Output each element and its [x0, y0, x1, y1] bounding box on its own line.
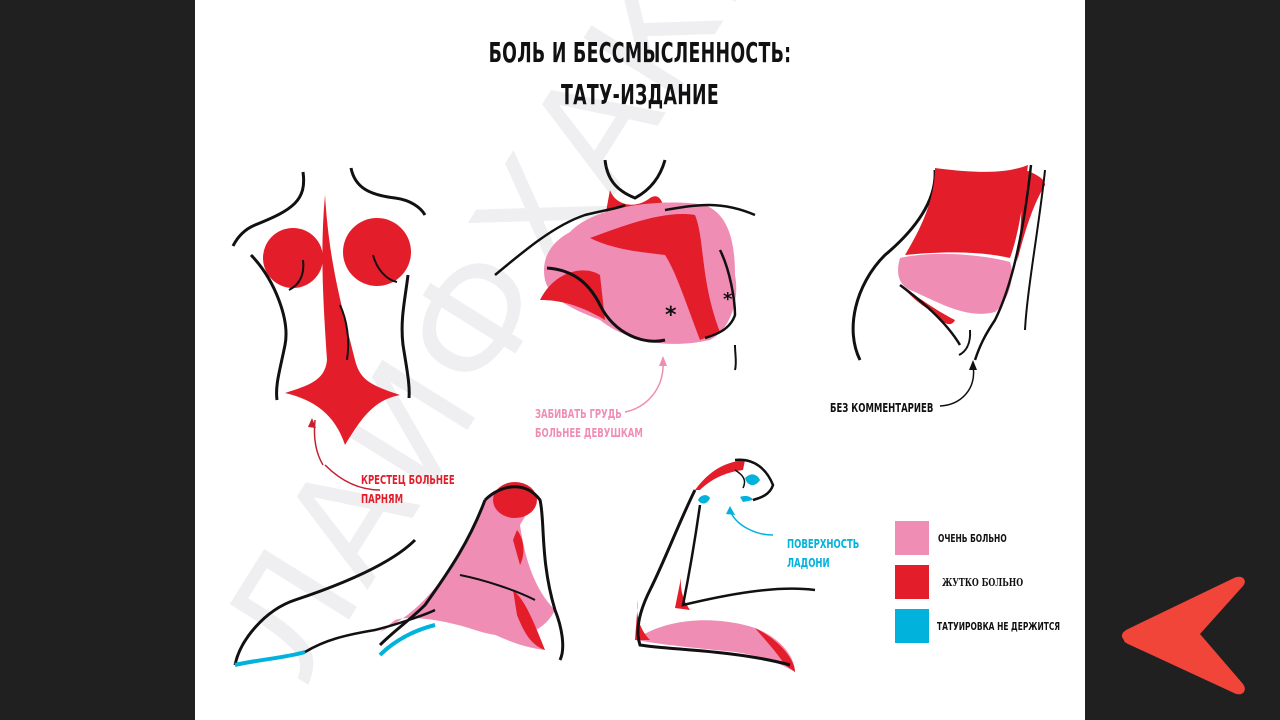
annotation-chest-line1: ЗАБИВАТЬ ГРУДЬ	[535, 406, 622, 421]
back-figure	[231, 167, 427, 491]
slide: ЛАЙФХАКЕР БОЛЬ И БЕССМЫСЛЕННОСТЬ: ТАТУ-И…	[195, 0, 1085, 720]
slide-title-line2: ТАТУ-ИЗДАНИЕ	[560, 78, 720, 111]
annotation-groin-text: БЕЗ КОММЕНТАРИЕВ	[830, 400, 934, 415]
annotation-sacrum-line1: КРЕСТЕЦ БОЛЬНЕЕ	[361, 472, 455, 487]
legs-figure	[233, 482, 565, 667]
svg-text:*: *	[723, 289, 733, 310]
legend-swatch-terribly-painful	[895, 565, 929, 599]
back-button[interactable]	[1116, 574, 1250, 698]
legend-label-tattoo-wont-hold: ТАТУИРОВКА НЕ ДЕРЖИТСЯ	[937, 620, 1061, 633]
annotation-chest: ЗАБИВАТЬ ГРУДЬ БОЛЬНЕЕ ДЕВУШКАМ	[535, 404, 643, 442]
annotation-palm: ПОВЕРХНОСТЬ ЛАДОНИ	[787, 534, 859, 572]
chest-figure: * *	[494, 159, 756, 413]
annotation-palm-line1: ПОВЕРХНОСТЬ	[787, 536, 860, 551]
legend-label-terribly-painful: ЖУТКО БОЛЬНО	[942, 576, 1024, 589]
slide-title-line1: БОЛЬ И БЕССМЫСЛЕННОСТЬ:	[488, 36, 792, 69]
annotation-palm-line2: ЛАДОНИ	[787, 555, 830, 570]
hip-figure	[851, 164, 1046, 407]
back-arrow-icon	[1121, 576, 1245, 695]
svg-text:*: *	[665, 303, 677, 328]
legend-swatch-very-painful	[895, 521, 929, 555]
legend-label-very-painful: ОЧЕНЬ БОЛЬНО	[938, 532, 1007, 545]
arm-figure	[635, 458, 816, 672]
annotation-chest-line2: БОЛЬНЕЕ ДЕВУШКАМ	[535, 425, 643, 440]
annotation-sacrum-line2: ПАРНЯМ	[361, 491, 404, 506]
annotation-groin: БЕЗ КОММЕНТАРИЕВ	[830, 398, 933, 417]
annotation-sacrum: КРЕСТЕЦ БОЛЬНЕЕ ПАРНЯМ	[361, 470, 455, 508]
illustrations: * *	[231, 159, 1046, 672]
legend-swatch-tattoo-wont-hold	[895, 609, 929, 643]
